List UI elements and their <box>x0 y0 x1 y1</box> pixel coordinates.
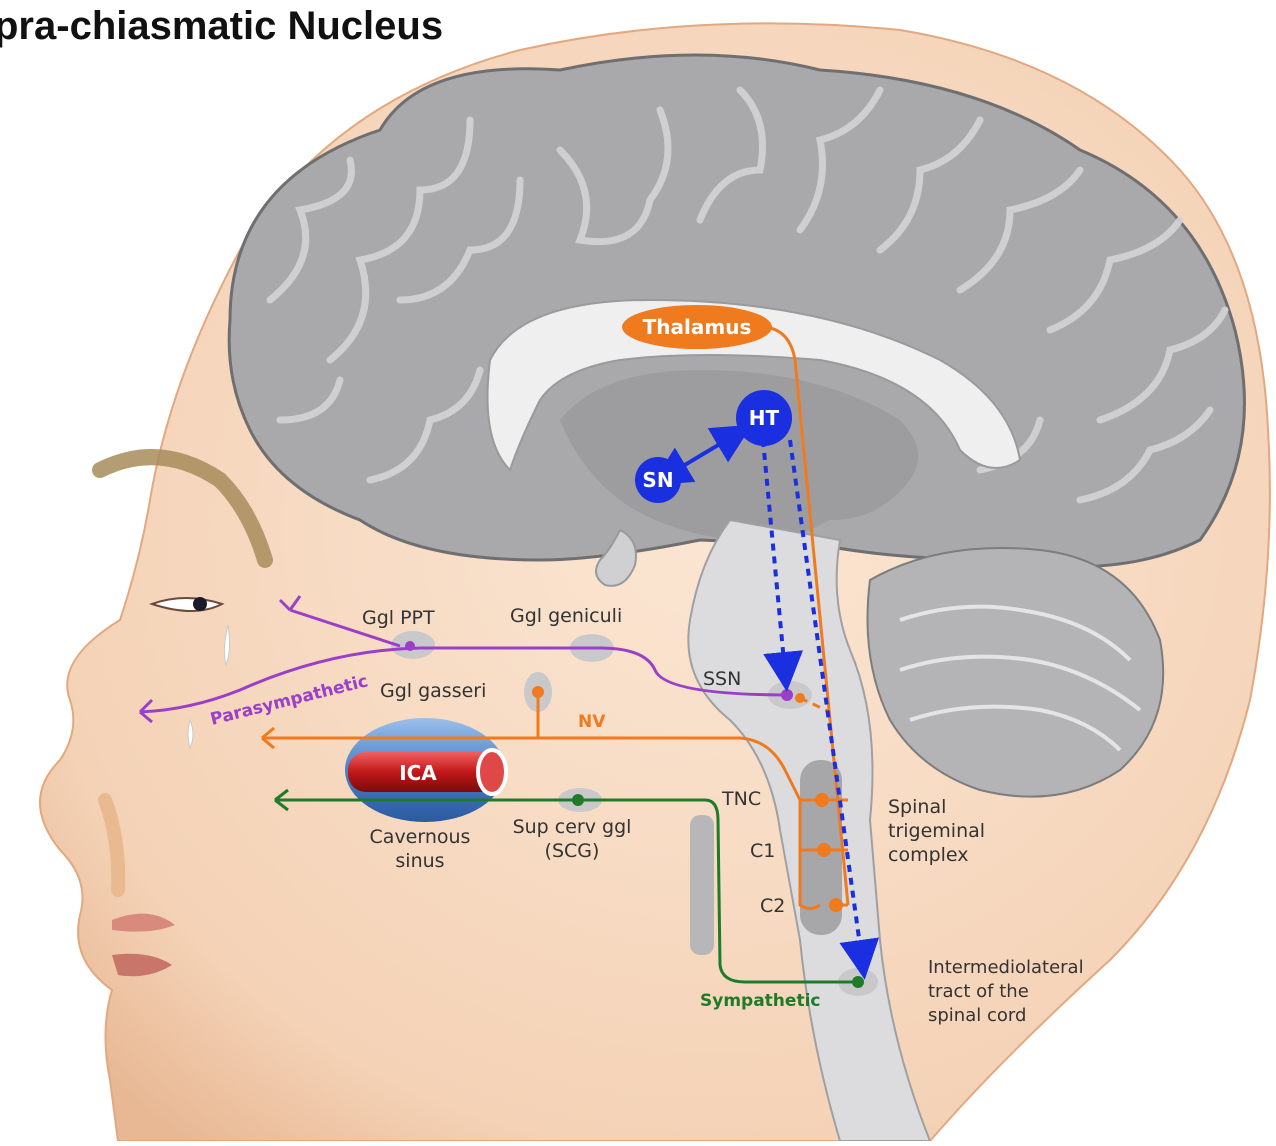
c1-label: C1 <box>750 840 775 862</box>
scg-dot <box>572 794 584 806</box>
sn-label: SN <box>642 468 673 492</box>
iml-dot <box>852 976 864 988</box>
spinal-trigeminal-label-2: trigeminal <box>888 820 985 842</box>
spinal-trigeminal-label-1: Spinal <box>888 796 946 818</box>
ggl-ppt-label: Ggl PPT <box>362 607 435 629</box>
eye-pupil <box>193 597 207 611</box>
spinal-trigeminal-label-3: complex <box>888 844 969 866</box>
sympathetic-label: Sympathetic <box>700 991 820 1011</box>
thalamus-label: Thalamus <box>643 315 752 339</box>
ssn-orange-dot <box>795 693 805 703</box>
cavernous-sinus-label-1: Cavernous <box>370 826 471 848</box>
ssn-label: SSN <box>703 668 741 690</box>
sup-cerv-ggl-label-1: Sup cerv ggl <box>513 816 632 838</box>
intermediolateral-label-2: tract of the <box>928 981 1029 1002</box>
ssn-dot <box>781 689 793 701</box>
ggl-geniculi-label: Ggl geniculi <box>510 605 622 627</box>
c2-label: C2 <box>760 895 785 917</box>
vertebral-segment <box>690 815 714 955</box>
intermediolateral-label-3: spinal cord <box>928 1005 1026 1026</box>
ggl-gasseri-dot <box>532 686 544 698</box>
c2-dot <box>829 898 843 912</box>
intermediolateral-label-1: Intermediolateral <box>928 957 1084 978</box>
page-title: pra-chiasmatic Nucleus <box>0 4 443 49</box>
tnc-label: TNC <box>721 788 761 810</box>
nv-label: NV <box>578 712 606 732</box>
c1-dot <box>817 843 831 857</box>
sup-cerv-ggl-label-2: (SCG) <box>545 840 600 862</box>
tnc-dot <box>815 793 829 807</box>
cavernous-sinus-label-2: sinus <box>395 850 444 872</box>
ggl-gasseri-label: Ggl gasseri <box>380 680 486 702</box>
ica-label: ICA <box>399 761 437 785</box>
ht-label: HT <box>749 406 780 430</box>
ggl-ppt-dot <box>405 641 415 651</box>
ica-lumen <box>478 750 506 794</box>
